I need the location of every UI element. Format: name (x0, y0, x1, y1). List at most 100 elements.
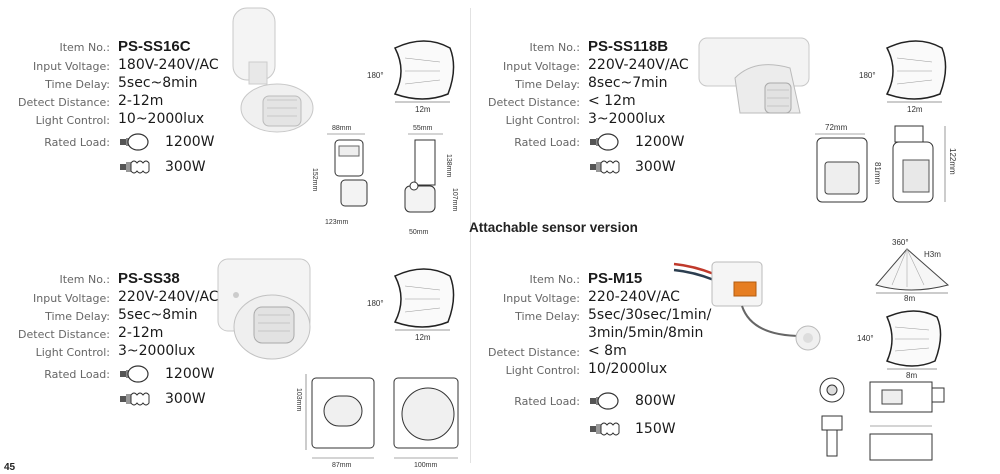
dim-front-w: 87mm (332, 462, 352, 469)
light-control-value: 3~2000lux (588, 111, 666, 127)
model-number: PS-SS118B (588, 38, 669, 55)
pattern-side-range-label: 8m (906, 371, 917, 380)
model-number: PS-SS16C (118, 38, 191, 55)
pattern-top-angle-label: 360° (892, 238, 909, 247)
label-input-voltage: Input Voltage: (33, 60, 110, 73)
label-time-delay: Time Delay: (45, 78, 110, 91)
pattern-range-label: 12m (415, 105, 431, 114)
incandescent-bulb-icon (120, 133, 149, 151)
product-ss118b-specs: Item No.: PS-SS118B Input Voltage: 220V-… (470, 38, 700, 188)
ss118b-product-photo (698, 37, 810, 114)
dim-side-h: 122mm (948, 148, 957, 175)
detect-distance-value: 2-12m (118, 93, 164, 109)
time-delay-value: 5sec~8min (118, 307, 198, 323)
pattern-angle-label: 180° (367, 71, 384, 80)
pattern-side-angle-label: 140° (857, 334, 874, 343)
label-input-voltage: Input Voltage: (503, 292, 580, 305)
ss16c-product-photo (232, 7, 314, 133)
load-incandescent-value: 1200W (635, 134, 685, 150)
dim-width: 72mm (825, 123, 848, 132)
input-voltage-value: 180V-240V/AC (118, 57, 219, 73)
detect-distance-value: < 12m (588, 93, 636, 109)
dim-bottom-w: 50mm (409, 229, 429, 236)
label-input-voltage: Input Voltage: (33, 292, 110, 305)
label-item-no: Item No.: (59, 273, 110, 286)
model-number: PS-M15 (588, 270, 643, 287)
load-energy-saving-value: 300W (165, 391, 206, 407)
label-item-no: Item No.: (529, 273, 580, 286)
detect-distance-value: 2-12m (118, 325, 164, 341)
ss38-product-photo (217, 258, 311, 360)
energy-saving-bulb-icon (590, 422, 620, 436)
dim-front-h: 152mm (311, 168, 318, 192)
incandescent-bulb-icon (590, 392, 619, 410)
light-control-value: 10~2000lux (118, 111, 205, 127)
label-detect-distance: Detect Distance: (488, 96, 580, 109)
light-control-value: 10/2000lux (588, 361, 668, 377)
label-rated-load: Rated Load: (514, 136, 580, 149)
dim-front-h: 81mm (873, 162, 882, 185)
label-light-control: Light Control: (35, 346, 110, 359)
ss38-detection-pattern: 180° 12m (367, 268, 455, 342)
pattern-top-height-label: H3m (924, 250, 941, 259)
energy-saving-bulb-icon (120, 160, 150, 174)
label-time-delay: Time Delay: (515, 310, 580, 323)
load-energy-saving-value: 150W (635, 421, 676, 437)
ss16c-dimension-drawing: 88mm 152mm 123mm 55mm 138mm 107mm 50mm (311, 125, 458, 236)
dim-height: 103mm (295, 388, 302, 412)
time-delay-value: 5sec~8min (118, 75, 198, 91)
energy-saving-bulb-icon (120, 392, 150, 406)
incandescent-bulb-icon (590, 133, 619, 151)
pattern-range-label: 12m (907, 105, 923, 114)
m15-dimension-drawing (819, 377, 945, 461)
time-delay-value: 8sec~7min (588, 75, 668, 91)
ss38-dimension-drawing: 103mm 87mm 100mm (295, 374, 459, 469)
pattern-range-label: 12m (415, 333, 431, 342)
load-incandescent-value: 1200W (165, 134, 215, 150)
pattern-angle-label: 180° (859, 71, 876, 80)
label-light-control: Light Control: (35, 114, 110, 127)
time-delay-value-line2: 3min/5min/8min (588, 325, 704, 341)
input-voltage-value: 220-240V/AC (588, 289, 680, 305)
detect-distance-value: < 8m (588, 343, 627, 359)
label-rated-load: Rated Load: (44, 136, 110, 149)
ss118b-dimension-drawing: 72mm 81mm 122mm (815, 123, 957, 203)
load-incandescent-value: 1200W (165, 366, 215, 382)
product-ss16c-specs: Item No.: PS-SS16C Input Voltage: 180V-2… (0, 38, 260, 188)
label-time-delay: Time Delay: (515, 78, 580, 91)
label-detect-distance: Detect Distance: (488, 346, 580, 359)
model-number: PS-SS38 (118, 270, 180, 287)
label-rated-load: Rated Load: (44, 368, 110, 381)
dim-side-h2: 107mm (451, 188, 458, 212)
ss118b-detection-pattern: 180° 12m (859, 40, 947, 114)
dim-top-w: 88mm (332, 125, 352, 132)
label-input-voltage: Input Voltage: (503, 60, 580, 73)
m15-ceiling-pattern: 360° H3m 8m (875, 238, 950, 303)
load-energy-saving-value: 300W (635, 159, 676, 175)
dim-depth: 123mm (325, 219, 349, 226)
m15-product-photo (673, 261, 821, 351)
label-light-control: Light Control: (505, 114, 580, 127)
incandescent-bulb-icon (120, 365, 149, 383)
dim-side-w: 100mm (414, 462, 438, 469)
pattern-top-range-label: 8m (904, 294, 915, 303)
label-item-no: Item No.: (529, 41, 580, 54)
load-incandescent-value: 800W (635, 393, 676, 409)
m15-side-pattern: 140° 8m (857, 310, 942, 380)
dim-side-w: 55mm (413, 125, 433, 132)
energy-saving-bulb-icon (590, 160, 620, 174)
label-detect-distance: Detect Distance: (18, 328, 110, 341)
ss16c-detection-pattern: 180° 12m (367, 40, 455, 114)
light-control-value: 3~2000lux (118, 343, 196, 359)
column-divider (470, 8, 471, 463)
label-time-delay: Time Delay: (45, 310, 110, 323)
label-detect-distance: Detect Distance: (18, 96, 110, 109)
label-rated-load: Rated Load: (514, 395, 580, 408)
product-m15-specs: Item No.: PS-M15 Input Voltage: 220-240V… (470, 270, 720, 450)
page-number: 45 (4, 462, 16, 473)
input-voltage-value: 220V-240V/AC (118, 289, 219, 305)
product-ss38-specs: Item No.: PS-SS38 Input Voltage: 220V-24… (0, 270, 260, 420)
time-delay-value-line1: 5sec/30sec/1min/ (588, 307, 712, 323)
section-title: Attachable sensor version (469, 220, 638, 235)
input-voltage-value: 220V-240V/AC (588, 57, 689, 73)
